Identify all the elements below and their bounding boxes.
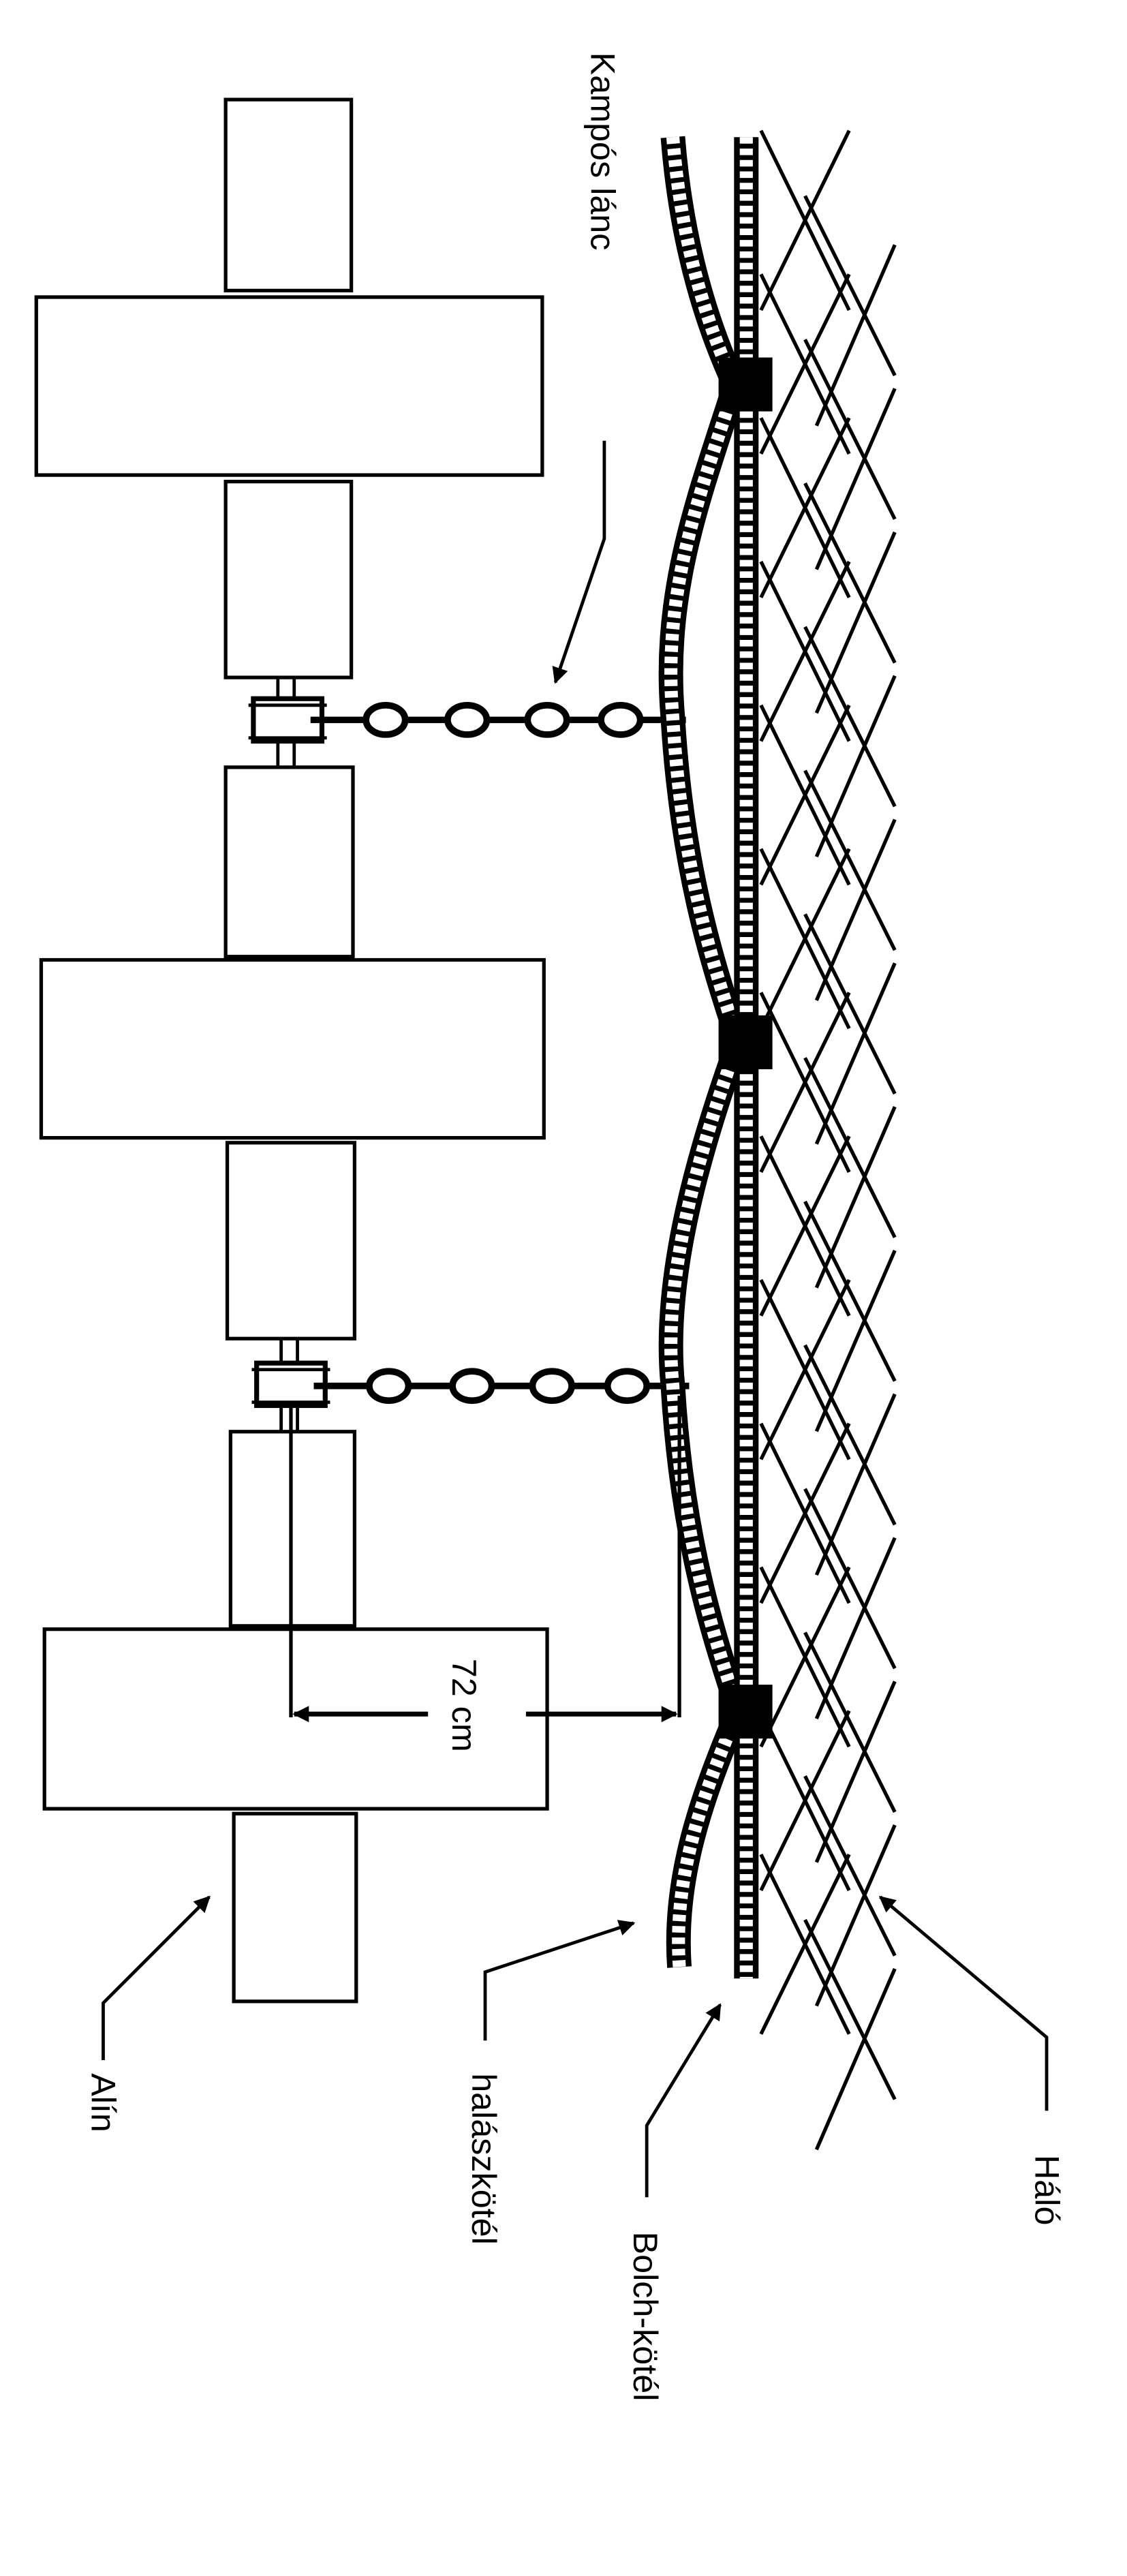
net-strand	[803, 339, 897, 520]
net-strand	[759, 417, 851, 598]
net-strand	[814, 1824, 897, 2007]
float-small-6	[232, 1811, 358, 2004]
net-strand	[803, 1631, 897, 1813]
net-strand	[803, 1200, 897, 1382]
float-small-4	[225, 1141, 357, 1340]
knot-3	[718, 1685, 773, 1739]
leader-alin	[102, 1895, 211, 2061]
net-strand	[803, 1344, 897, 1526]
float-large-1	[34, 295, 544, 477]
net-strand	[759, 560, 851, 742]
leader-bolch-kotel	[645, 2003, 722, 2198]
leader-kampos-lanc	[552, 440, 606, 684]
net-strand	[814, 1393, 897, 1576]
net-strand	[759, 704, 851, 886]
net-strand	[814, 388, 897, 570]
leader-halaszkotel	[483, 1920, 636, 2041]
net-strand	[759, 848, 851, 1030]
net-strand	[803, 1775, 897, 1957]
net-strand	[814, 818, 897, 1001]
net-strand	[759, 1854, 851, 2035]
net-strand	[814, 1537, 897, 1719]
label-bolch-kotel: Bolch-kötél	[626, 2232, 665, 2402]
net-strand	[803, 769, 897, 951]
label-halo: Háló	[1028, 2155, 1066, 2225]
net-strand	[759, 1710, 851, 1892]
net-strand	[814, 531, 897, 714]
net-strand	[814, 962, 897, 1145]
label-kampos-lanc: Kampós lánc	[584, 52, 623, 251]
net-strand	[759, 1278, 851, 1460]
distance-label: 72 cm	[445, 1659, 484, 1752]
label-alin: Alín	[84, 2073, 123, 2132]
float-large-3	[42, 1627, 549, 1811]
net-strand	[814, 1106, 897, 1289]
dimension-72cm	[289, 1396, 681, 1723]
float-connector-1	[248, 677, 327, 767]
net-strand	[814, 1249, 897, 1432]
net-strand	[759, 1422, 851, 1604]
hook-chain-1	[310, 702, 686, 738]
net-strand	[814, 675, 897, 858]
net-strand	[803, 1918, 897, 2100]
label-halaszkotel: halászkötél	[465, 2073, 504, 2245]
net-strand	[803, 482, 897, 664]
net-strand	[814, 1681, 897, 1863]
net-strand	[759, 1566, 851, 1748]
net-strand	[803, 1488, 897, 1670]
net-strand	[803, 626, 897, 808]
net-strand	[803, 195, 897, 377]
float-small-1	[223, 97, 354, 293]
net-mesh	[759, 129, 897, 2151]
float-small-2	[223, 480, 354, 679]
net-strand	[759, 273, 851, 455]
float-column	[34, 97, 549, 2004]
hook-chain-2	[313, 1368, 690, 1405]
net-strand	[814, 1967, 897, 2151]
net-strand	[803, 913, 897, 1095]
net-strand	[759, 1135, 851, 1317]
leader-halo	[878, 1895, 1049, 2111]
net-strand	[759, 129, 851, 311]
net-strand	[759, 992, 851, 1174]
float-large-2	[39, 957, 546, 1140]
net-strand	[814, 244, 897, 427]
float-small-3	[223, 765, 355, 959]
net-strand	[803, 1057, 897, 1238]
knot-1	[718, 357, 773, 412]
